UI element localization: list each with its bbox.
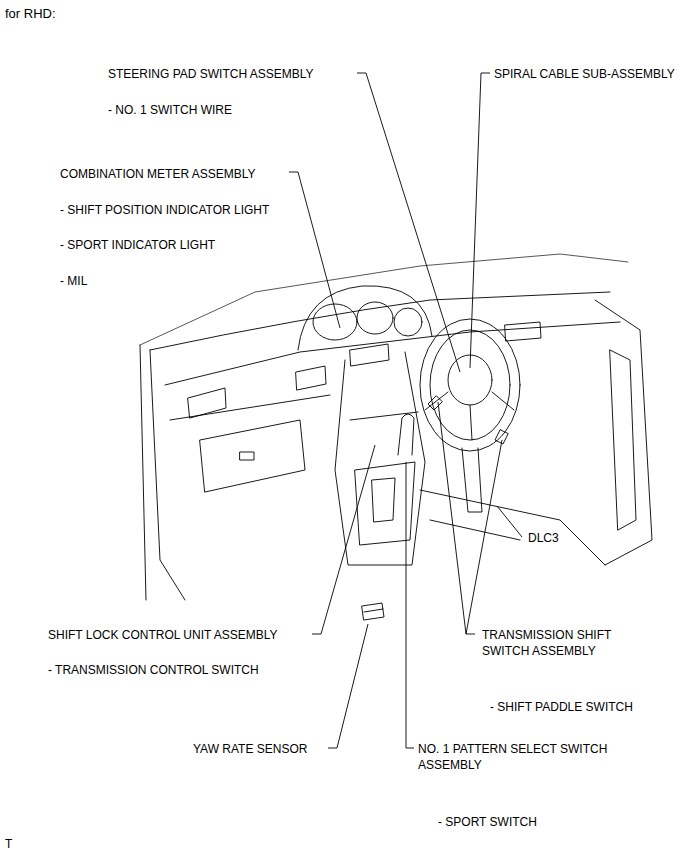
- part-label: STEERING PAD SWITCH ASSEMBLY: [108, 66, 314, 82]
- part-label: SPIRAL CABLE SUB-ASSEMBLY: [494, 66, 675, 82]
- part-label: - SHIFT PADDLE SWITCH: [490, 699, 633, 715]
- part-label: - MIL: [60, 273, 87, 289]
- part-label: - TRANSMISSION CONTROL SWITCH: [48, 662, 259, 678]
- part-label: - SPORT INDICATOR LIGHT: [60, 237, 215, 253]
- part-label: COMBINATION METER ASSEMBLY: [60, 166, 256, 182]
- part-label: SHIFT LOCK CONTROL UNIT ASSEMBLY: [48, 627, 278, 643]
- part-label: T: [5, 836, 12, 852]
- part-label: DLC3: [528, 530, 559, 546]
- heading: for RHD:: [5, 6, 56, 22]
- part-label: - NO. 1 SWITCH WIRE: [108, 102, 232, 118]
- part-label: - SPORT SWITCH: [438, 814, 537, 830]
- part-label: YAW RATE SENSOR: [193, 741, 307, 757]
- part-label: - SHIFT POSITION INDICATOR LIGHT: [60, 202, 269, 218]
- part-label: TRANSMISSION SHIFT SWITCH ASSEMBLY: [482, 627, 657, 659]
- part-label: NO. 1 PATTERN SELECT SWITCH ASSEMBLY: [418, 741, 658, 773]
